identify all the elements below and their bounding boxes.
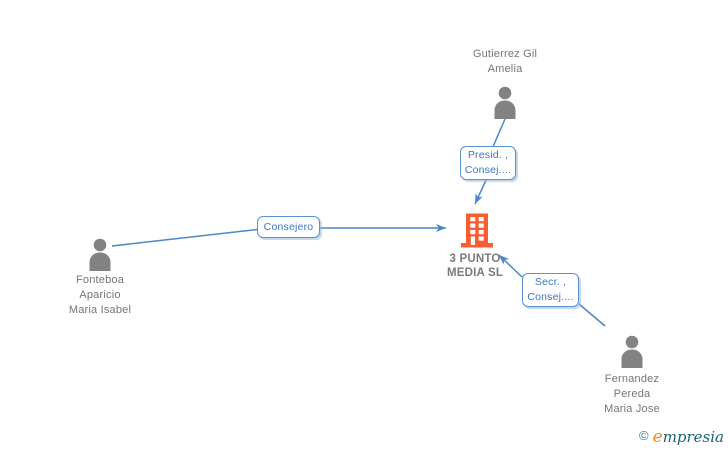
brand-initial: e — [652, 427, 663, 447]
connector-line — [474, 177, 488, 205]
connector-line — [498, 254, 523, 278]
person-name-fonteboa: Fonteboa Aparicio Maria Isabel — [68, 274, 132, 316]
relation-label-secretary[interactable]: Secr. , Consej.... — [522, 273, 579, 307]
relation-label-president[interactable]: Presid. , Consej.... — [460, 146, 516, 180]
connector-line — [491, 118, 506, 150]
person-name-gutierrez: Gutierrez Gil Amelia — [472, 48, 538, 75]
company-name[interactable]: 3 PUNTO MEDIA SL — [446, 253, 504, 279]
relation-label-consejero[interactable]: Consejero — [257, 216, 320, 238]
copyright-icon: © — [639, 428, 649, 443]
person-name-fernandez: Fernandez Pereda Maria Jose — [604, 373, 660, 415]
person-icon[interactable] — [617, 335, 647, 368]
connector-line — [578, 303, 606, 327]
person-icon[interactable] — [490, 86, 520, 119]
building-icon[interactable] — [458, 212, 496, 250]
person-icon[interactable] — [85, 238, 115, 271]
empresia-logo: ©empresia — [639, 427, 724, 447]
connector-line — [111, 228, 263, 247]
brand-name: mpresia — [662, 428, 724, 446]
